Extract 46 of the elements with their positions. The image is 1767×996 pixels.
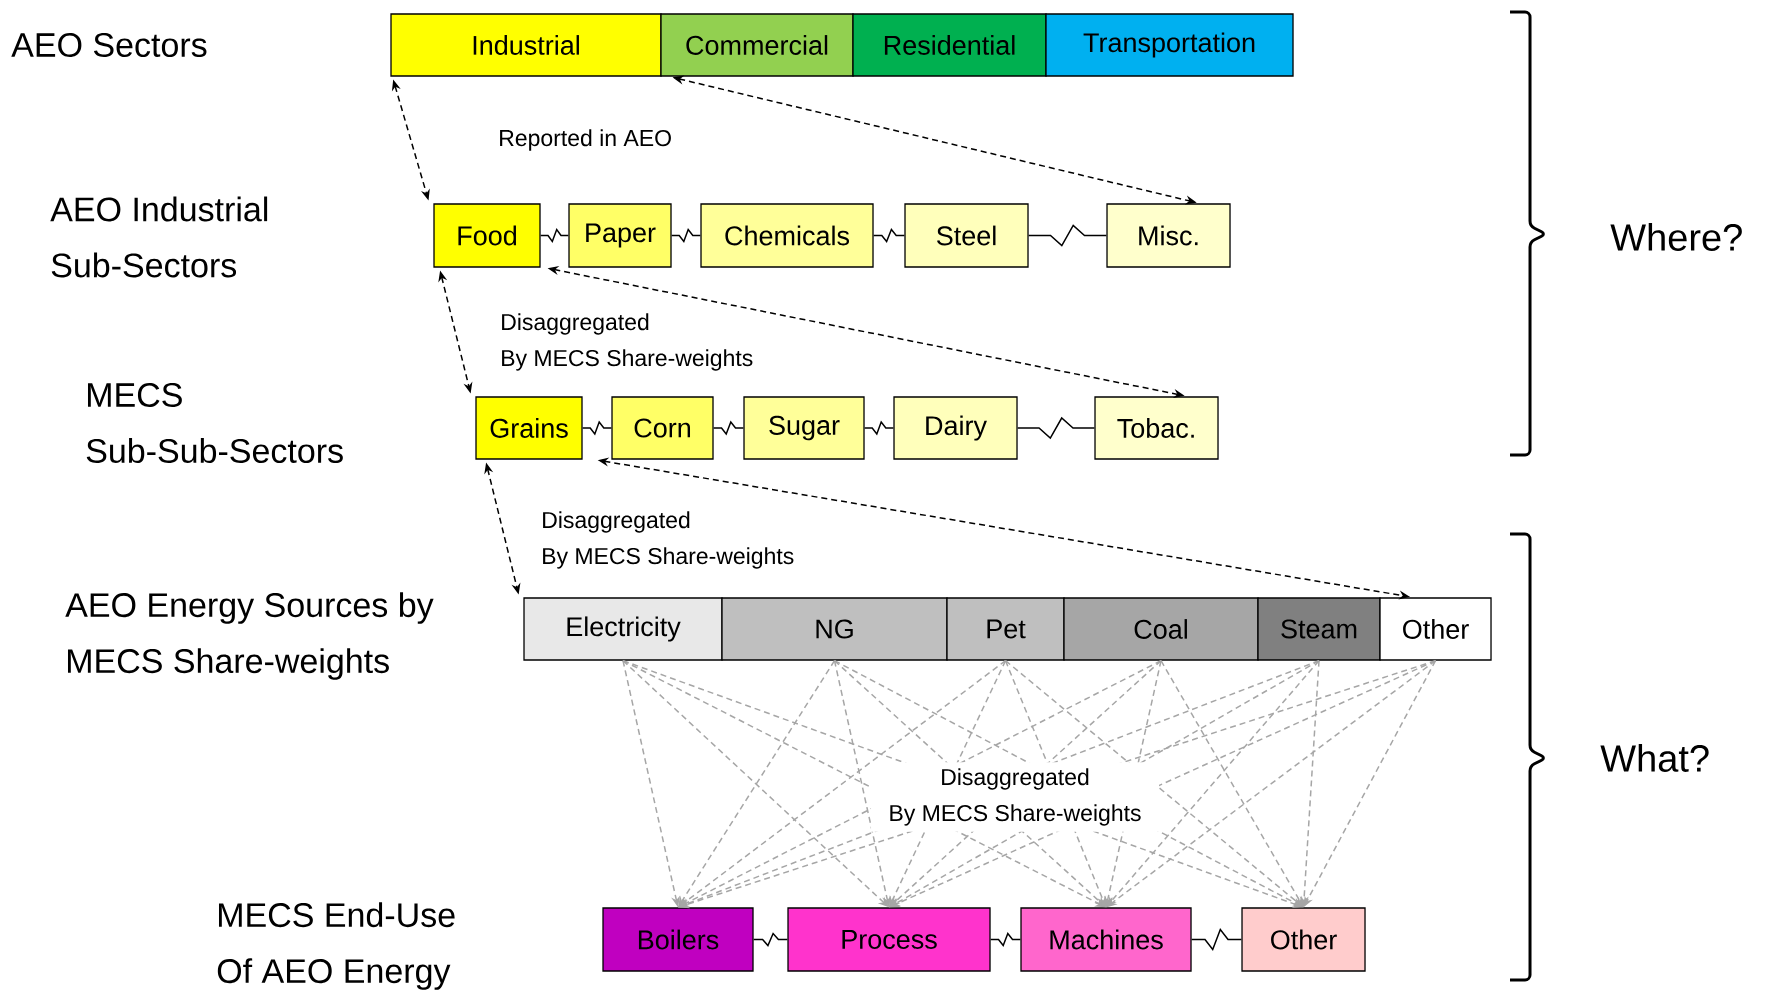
subsubsector-box: Corn: [611, 396, 714, 460]
row-label: AEO Industrial Sub-Sectors: [50, 196, 268, 278]
subsector-box: Paper: [568, 203, 672, 268]
energy-source-box: Steam: [1257, 597, 1381, 661]
sector-box: Commercial: [660, 13, 854, 77]
break-connector: [1190, 928, 1243, 952]
break-connector: [670, 227, 702, 244]
subsubsector-box: Tobac.: [1094, 396, 1219, 460]
sector-box: Residential: [852, 13, 1047, 77]
break-connector: [752, 932, 789, 947]
row-label: AEO Energy Sources by MECS Share-weights: [65, 592, 434, 680]
row-label: MECS Sub-Sub-Sectors: [86, 382, 343, 464]
break-connector: [712, 420, 745, 436]
break-connector: [989, 932, 1022, 947]
subsector-box: Misc.: [1106, 203, 1231, 268]
subsector-box: Chemicals: [700, 203, 874, 268]
annotation-text: Disaggregated By MECS Share-weights: [502, 313, 753, 371]
question-text: What?: [1600, 744, 1709, 772]
end-use-box: Boilers: [602, 907, 754, 972]
subsubsector-box: Dairy: [893, 396, 1018, 460]
row-label: MECS End-Use Of AEO Energy: [217, 902, 455, 990]
break-connector: [872, 228, 906, 243]
break-connector: [863, 420, 895, 436]
end-use-box: Machines: [1020, 907, 1192, 972]
annotation-text: Reported in AEO: [500, 129, 671, 151]
energy-source-box: Electricity: [523, 597, 723, 661]
annotation-text: Disaggregated By MECS Share-weights: [871, 762, 1159, 832]
question-text: Where?: [1610, 223, 1742, 251]
break-connector: [1027, 224, 1108, 247]
subsector-box: Steel: [904, 203, 1029, 268]
subsubsector-box: Grains: [475, 396, 583, 460]
energy-source-box: NG: [721, 597, 948, 661]
break-connector: [1016, 416, 1096, 440]
energy-source-box: Coal: [1063, 597, 1259, 661]
energy-source-box: Other: [1379, 597, 1492, 661]
annotation-text: Disaggregated By MECS Share-weights: [543, 511, 794, 569]
row-label: AEO Sectors: [11, 32, 207, 58]
sector-box: Industrial: [390, 13, 662, 77]
subsubsector-box: Sugar: [743, 396, 865, 460]
end-use-box: Other: [1241, 907, 1366, 972]
subsector-box: Food: [433, 203, 541, 268]
break-connector: [581, 420, 613, 436]
break-connector: [539, 227, 570, 244]
energy-source-box: Pet: [946, 597, 1065, 661]
sector-box: Transportation: [1045, 13, 1294, 77]
end-use-box: Process: [787, 907, 991, 972]
